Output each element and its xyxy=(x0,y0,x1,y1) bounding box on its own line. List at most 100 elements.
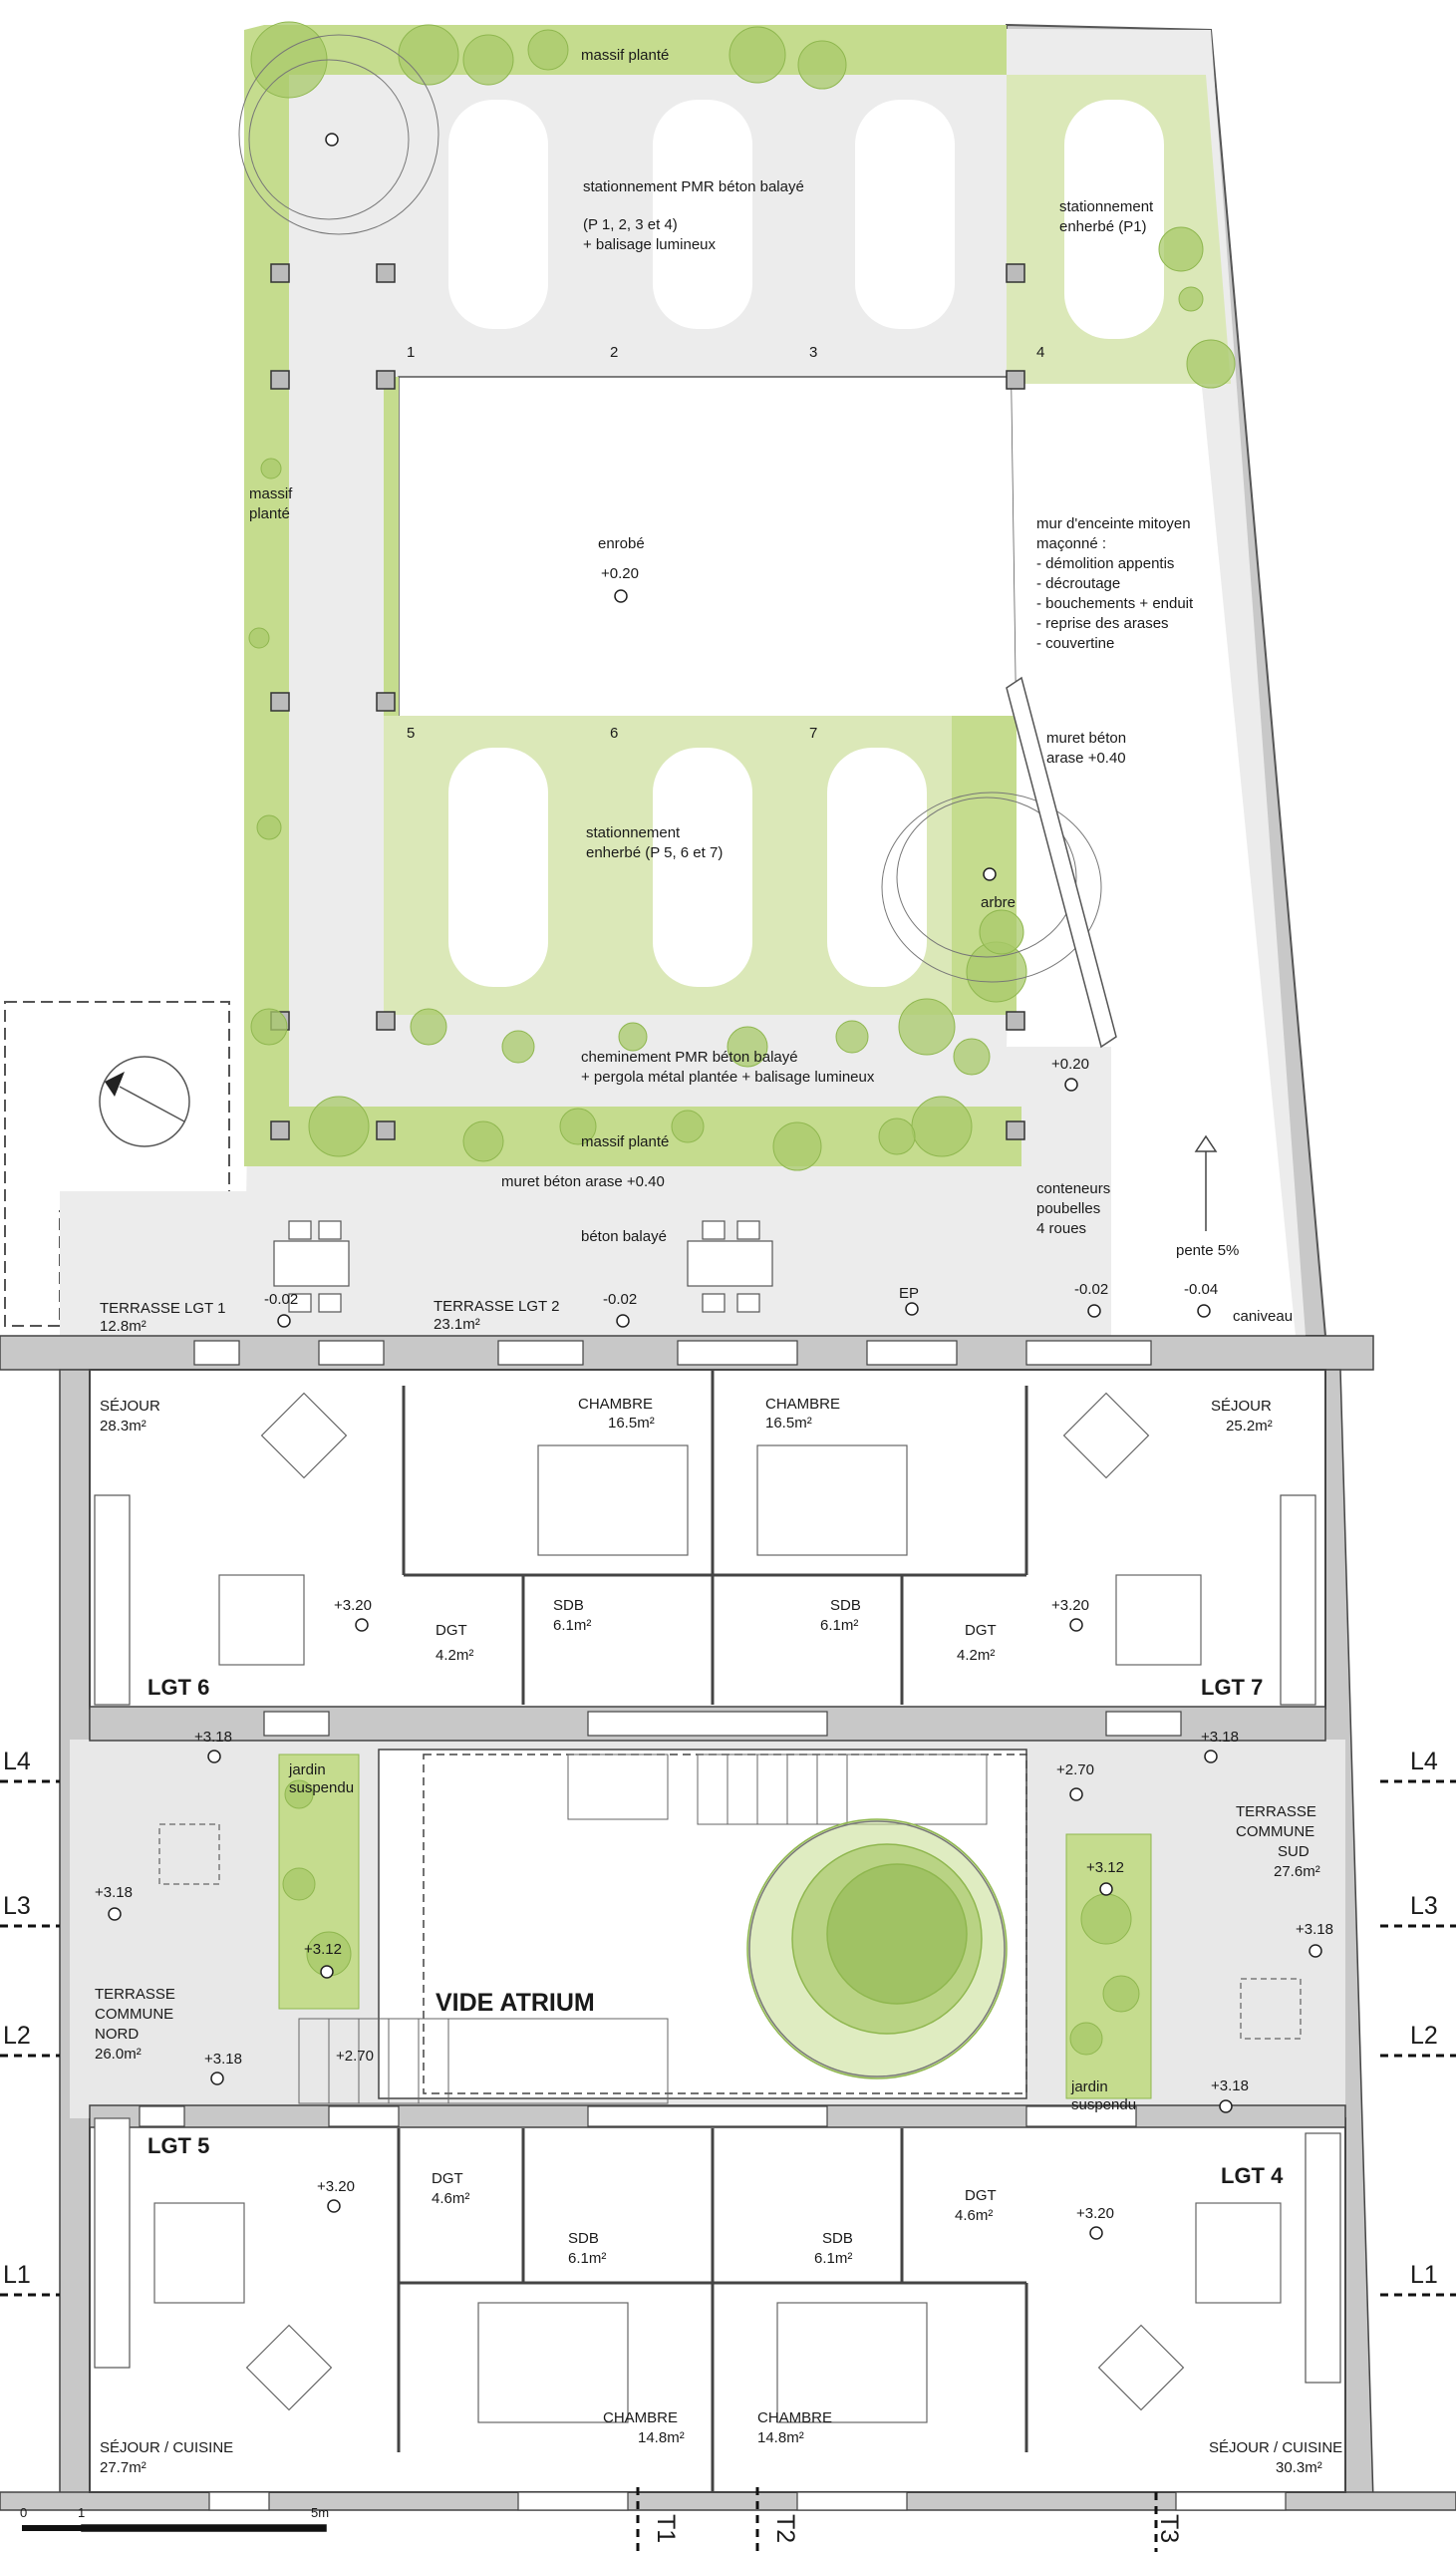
axis-t2: T2 xyxy=(771,2514,799,2543)
label-terrasse-lgt1-2: 12.8m² xyxy=(100,1318,146,1335)
level-enrobe: +0.20 xyxy=(601,565,639,582)
label-parking-pmr-1: stationnement PMR béton balayé xyxy=(583,178,804,195)
label-parking-p567-2: enherbé (P 5, 6 et 7) xyxy=(586,844,723,861)
label-parking-p567-1: stationnement xyxy=(586,824,681,841)
label-chemin-1: cheminement PMR béton balayé xyxy=(581,1049,798,1066)
label-vide-atrium: VIDE ATRIUM xyxy=(436,1989,595,2017)
level-270-b: +2.70 xyxy=(1056,1761,1094,1778)
label-muret-right-1: muret béton xyxy=(1046,730,1126,747)
label-lgt6: LGT 6 xyxy=(147,1675,209,1700)
label-dgt-l7-2: 4.2m² xyxy=(957,1647,995,1664)
label-lgt5: LGT 5 xyxy=(147,2133,209,2158)
parking-spots xyxy=(270,100,1164,1140)
level-320-l7: +3.20 xyxy=(1051,1597,1089,1614)
label-mur-6: - reprise des arases xyxy=(1036,615,1169,632)
label-jardin-right-1: jardin xyxy=(1070,2078,1108,2095)
building xyxy=(0,1335,1456,2511)
label-chambre-l6-1: CHAMBRE xyxy=(578,1396,653,1413)
axis-l3-left: L3 xyxy=(3,1892,31,1920)
lower-units xyxy=(89,2117,1346,2493)
label-sdb-l4-2: 6.1m² xyxy=(814,2250,852,2267)
furniture xyxy=(153,1392,1282,2423)
label-conteneurs-1: conteneurs xyxy=(1036,1180,1110,1197)
kitchen-l7 xyxy=(1280,1494,1316,1706)
site-trees xyxy=(248,21,1236,1275)
level-m002-a: -0.02 xyxy=(264,1291,298,1308)
level-318-c: +3.18 xyxy=(95,1884,133,1901)
label-beton-balaye: béton balayé xyxy=(581,1228,667,1245)
terrace-furniture xyxy=(273,1220,773,1313)
label-sejour-l7-1: SÉJOUR xyxy=(1211,1398,1272,1415)
label-mur-5: - bouchements + enduit xyxy=(1036,595,1194,612)
level-312-b: +3.12 xyxy=(1086,1859,1124,1876)
label-chambre-l4-2: 14.8m² xyxy=(757,2429,804,2446)
label-arbre: arbre xyxy=(981,894,1016,911)
car-slot-3 xyxy=(855,100,955,329)
car-slot-2 xyxy=(653,100,752,329)
label-jardin-left-2: suspendu xyxy=(289,1779,354,1796)
label-caniveau: caniveau xyxy=(1233,1308,1293,1325)
level-m002-c: -0.02 xyxy=(1074,1281,1108,1298)
planter-sud xyxy=(1240,1978,1302,2040)
label-mur-1: mur d'enceinte mitoyen xyxy=(1036,515,1191,532)
level-chemin: +0.20 xyxy=(1051,1056,1089,1073)
label-sdb-l7-2: 6.1m² xyxy=(820,1617,858,1634)
strip-bed xyxy=(384,377,399,716)
enrobe-area-right xyxy=(1007,377,1296,1336)
label-dgt-l6-2: 4.2m² xyxy=(436,1647,473,1664)
label-chambre-l7-1: CHAMBRE xyxy=(765,1396,840,1413)
enrobe-area xyxy=(398,376,1018,719)
label-jardin-right-2: suspendu xyxy=(1071,2096,1136,2113)
label-chambre-l4-1: CHAMBRE xyxy=(757,2409,832,2426)
label-massif-left-2: planté xyxy=(249,505,290,522)
axis-l4-right: L4 xyxy=(1410,1748,1438,1775)
label-massif-left-1: massif xyxy=(249,485,293,502)
label-lgt4: LGT 4 xyxy=(1221,2163,1284,2188)
scale-label-1: 1 xyxy=(78,2505,85,2520)
label-terrasse-nord-1: TERRASSE xyxy=(95,1986,175,2003)
car-slot-6 xyxy=(653,748,752,987)
label-sejour-l7-2: 25.2m² xyxy=(1226,1418,1273,1435)
label-terrasse-sud-3: SUD xyxy=(1278,1843,1310,1860)
label-dgt-l6-1: DGT xyxy=(436,1622,467,1639)
level-320-l6: +3.20 xyxy=(334,1597,372,1614)
kitchen-l4 xyxy=(1305,2132,1341,2384)
label-sejour-l6-2: 28.3m² xyxy=(100,1418,146,1435)
level-318-f: +3.18 xyxy=(1211,2077,1249,2094)
label-lgt7: LGT 7 xyxy=(1201,1675,1263,1700)
spot-3: 3 xyxy=(809,344,817,361)
spot-7: 7 xyxy=(809,725,817,742)
label-sdb-l6-2: 6.1m² xyxy=(553,1617,591,1634)
level-312-a: +3.12 xyxy=(304,1941,342,1958)
labels: massif planté stationnement PMR béton ba… xyxy=(95,47,1342,2476)
label-sdb-l5-1: SDB xyxy=(568,2230,599,2247)
label-conteneurs-3: 4 roues xyxy=(1036,1220,1086,1237)
label-dgt-l4-1: DGT xyxy=(965,2187,997,2204)
level-318-b: +3.18 xyxy=(1201,1729,1239,1746)
muret-beton-right xyxy=(1006,676,1117,1049)
label-mur-7: - couvertine xyxy=(1036,635,1114,652)
label-mur-3: - démolition appentis xyxy=(1036,555,1174,572)
label-mur-2: maçonné : xyxy=(1036,535,1106,552)
label-conteneurs-2: poubelles xyxy=(1036,1200,1100,1217)
label-terrasse-sud-2: COMMUNE xyxy=(1236,1823,1314,1840)
kitchen-l5 xyxy=(94,2117,131,2369)
label-terrasse-lgt2-2: 23.1m² xyxy=(434,1316,480,1333)
label-dgt-l5-1: DGT xyxy=(432,2170,463,2187)
slope-arrow xyxy=(1194,1134,1218,1231)
label-terrasse-nord-4: 26.0m² xyxy=(95,2046,142,2063)
scale-label-0: 0 xyxy=(20,2505,27,2520)
car-slot-7 xyxy=(827,748,927,987)
level-m004: -0.04 xyxy=(1184,1281,1218,1298)
label-terrasse-nord-2: COMMUNE xyxy=(95,2006,173,2023)
label-parking-p1-2: enherbé (P1) xyxy=(1059,218,1147,235)
label-chambre-l5-1: CHAMBRE xyxy=(603,2409,678,2426)
label-jardin-left-1: jardin xyxy=(288,1761,326,1778)
label-dgt-l5-2: 4.6m² xyxy=(432,2190,469,2207)
stairs xyxy=(298,1754,988,2104)
level-270-a: +2.70 xyxy=(336,2048,374,2065)
label-terrasse-lgt1-1: TERRASSE LGT 1 xyxy=(100,1300,225,1317)
label-chambre-l7-2: 16.5m² xyxy=(765,1415,812,1432)
axis-l1-left: L1 xyxy=(3,2261,31,2289)
